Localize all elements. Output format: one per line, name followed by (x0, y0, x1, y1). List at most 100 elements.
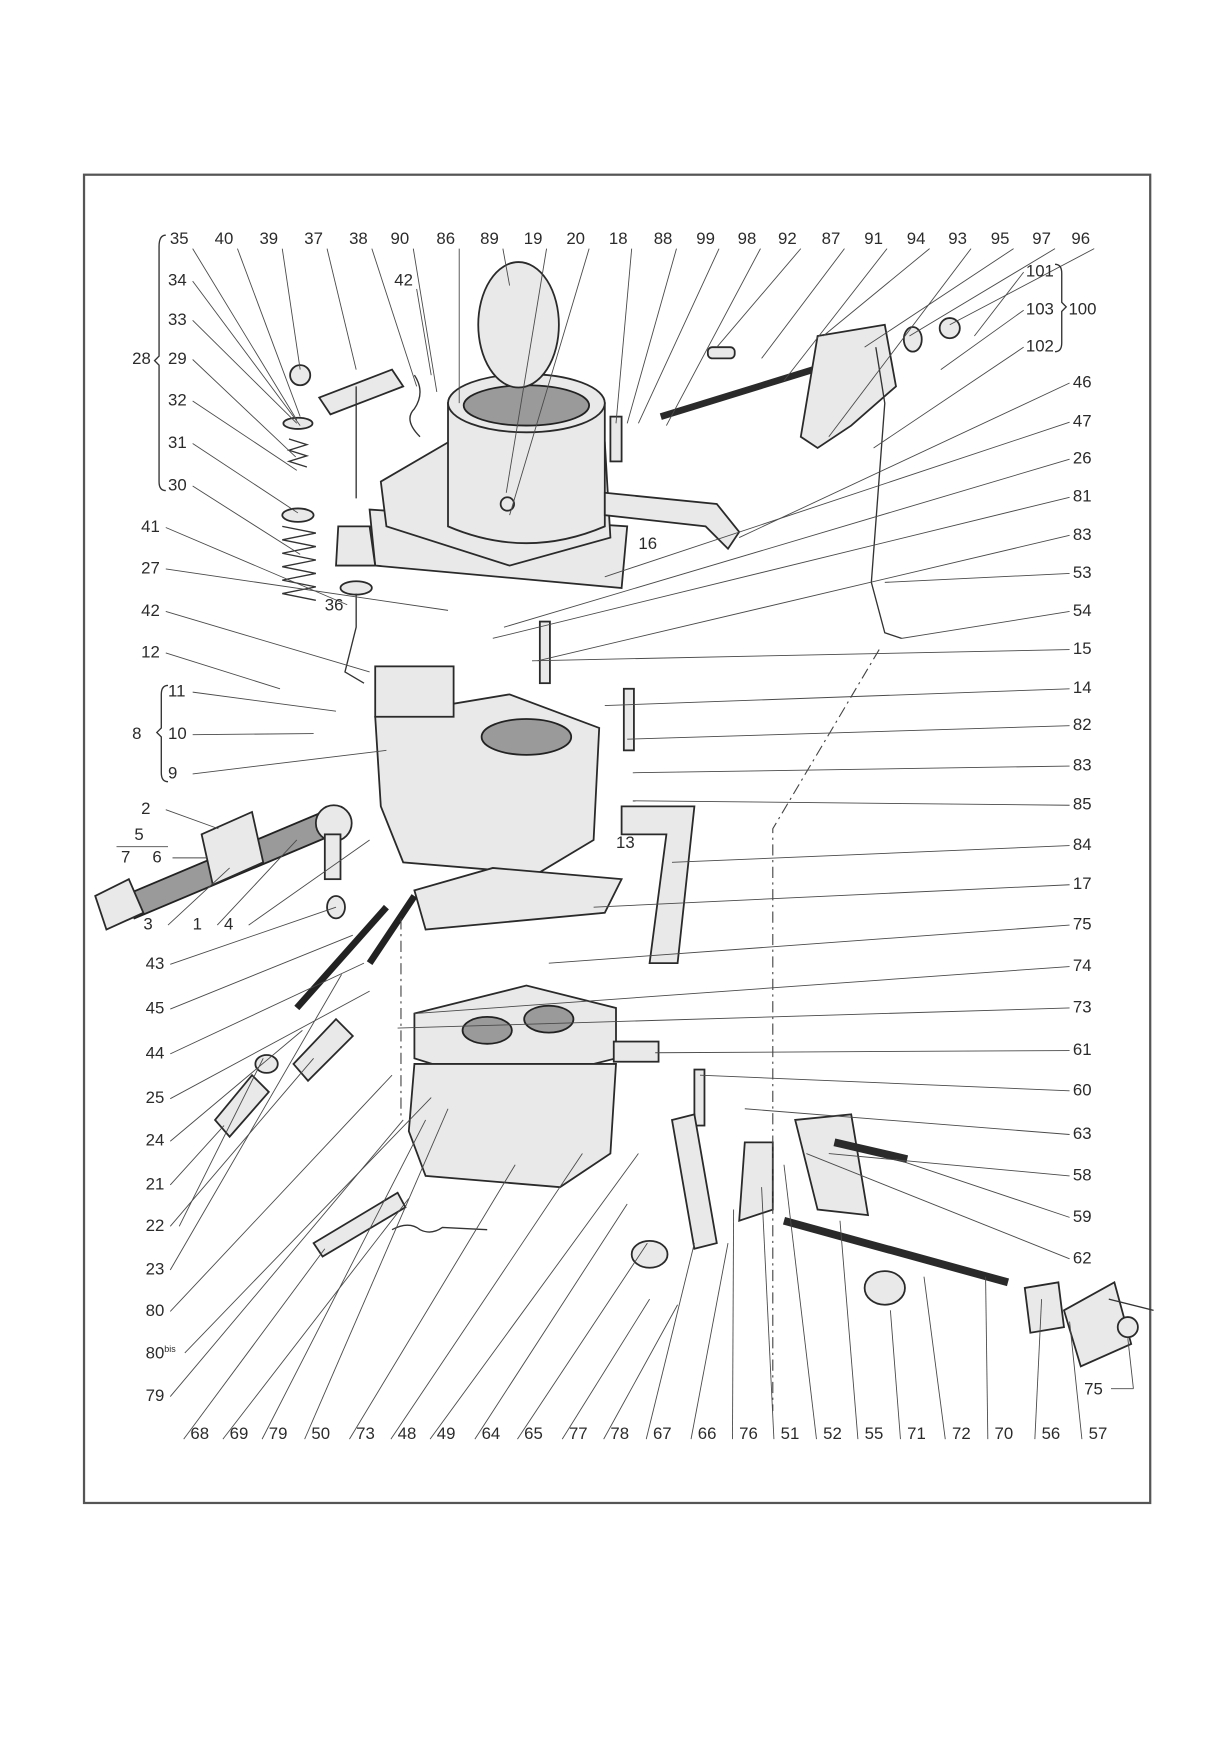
part-number-label: 79 (269, 1424, 288, 1443)
part-number-label: 28 (132, 349, 151, 368)
part-number-label: 57 (1089, 1424, 1108, 1443)
part-number-label: 37 (304, 229, 323, 248)
leader-line (192, 319, 298, 424)
leader-line (828, 1153, 1070, 1177)
part-number-label: 69 (230, 1424, 249, 1443)
washer-22 (254, 1054, 279, 1074)
lever-94 (799, 323, 897, 450)
part-number-label: 33 (168, 310, 187, 329)
leader-line (248, 839, 370, 926)
piston-41 (335, 525, 377, 567)
choke-disc-89 (477, 261, 560, 389)
lever-51 (670, 1113, 718, 1250)
part-number-label: 56 (1042, 1424, 1061, 1443)
leader-line (645, 1243, 695, 1440)
leader-line (192, 359, 297, 458)
leader-line (505, 248, 548, 493)
gasket-17 (413, 867, 623, 931)
leader-line (637, 248, 720, 424)
leader-line (889, 1310, 901, 1440)
leader-line (895, 1158, 1070, 1218)
washer-36 (339, 580, 373, 596)
part-number-label: 3 (143, 915, 152, 934)
leader-line (561, 1298, 650, 1440)
leader-line (537, 534, 1070, 662)
leader-line (414, 966, 1070, 1015)
part-number-label: 89 (480, 229, 499, 248)
leader-line (744, 1108, 1070, 1135)
part-number-label: 52 (823, 1424, 842, 1443)
leader-line (165, 652, 281, 690)
arm-46 (603, 491, 741, 551)
float-chamber-cover (374, 665, 455, 718)
leader-line (1069, 1321, 1083, 1440)
part-number-label: 74 (1073, 956, 1092, 975)
part-number-label: 81 (1073, 487, 1092, 506)
air-horn (447, 402, 606, 544)
jet-holder-21 (213, 1073, 271, 1139)
part-number-label: 90 (391, 229, 410, 248)
leader-line (531, 649, 1070, 662)
part-number-label: 21 (146, 1174, 165, 1193)
part-number-label: 20 (566, 229, 585, 248)
nut-96 (938, 317, 961, 340)
part-number-label: 2 (141, 799, 150, 818)
diagram-frame (82, 173, 1152, 1505)
leader-line (169, 1119, 404, 1397)
part-number-label: 24 (146, 1131, 165, 1150)
leader-line (671, 845, 1070, 863)
part-number-label: 10 (168, 724, 187, 743)
part-number-label: 73 (356, 1424, 375, 1443)
leader-line (632, 765, 1070, 774)
part-number-label: 29 (168, 349, 187, 368)
leader-line (170, 990, 370, 1100)
part-number-label: 86 (436, 229, 455, 248)
part-number-label: 103 (1026, 300, 1054, 319)
leader-line (304, 1108, 449, 1440)
part-number-label: 65 (524, 1424, 543, 1443)
leader-line (192, 400, 298, 471)
leader-line (222, 1198, 410, 1440)
part-number-label: 32 (168, 390, 187, 409)
part-number-label: 31 (168, 433, 187, 452)
part-number-label: 75 (1073, 915, 1092, 934)
part-number-label: 47 (1073, 412, 1092, 431)
leader-line (502, 248, 511, 286)
artist-signature (391, 1224, 488, 1233)
leader-line (237, 248, 301, 417)
part-number-label: 83 (1073, 756, 1092, 775)
plate-56 (1023, 1281, 1065, 1334)
leader-line (884, 572, 1070, 583)
lever-52 (738, 1141, 774, 1223)
part-number-label: 64 (482, 1424, 501, 1443)
leader-line (184, 1097, 432, 1354)
part-number-label: 35 (170, 229, 189, 248)
lever-37 (317, 368, 405, 416)
leader-line (603, 1304, 678, 1440)
part-number-label: 17 (1073, 874, 1092, 893)
leader-line (192, 485, 301, 555)
leader-line (412, 248, 438, 393)
part-number-label: 76 (739, 1424, 758, 1443)
leader-line (655, 1050, 1070, 1054)
part-number-label: 100 (1068, 300, 1096, 319)
leader-line (178, 1058, 264, 1227)
part-number-label: 59 (1073, 1207, 1092, 1226)
leader-line (169, 1125, 225, 1186)
part-number-label: 91 (864, 229, 883, 248)
part-number-label: 88 (654, 229, 673, 248)
nut-39 (289, 364, 312, 387)
part-number-label: 77 (569, 1424, 588, 1443)
leader-line (632, 800, 1070, 806)
part-number-label: 30 (168, 476, 187, 495)
leader-line (1127, 1338, 1134, 1389)
leader-line (474, 1203, 628, 1440)
part-number-label: 61 (1073, 1040, 1092, 1059)
spring-30 (282, 525, 316, 601)
throttle-disc-65 (630, 1240, 669, 1269)
part-number-label: 22 (146, 1216, 165, 1235)
shaft-70 (782, 1216, 1010, 1287)
leader-line (822, 248, 930, 337)
